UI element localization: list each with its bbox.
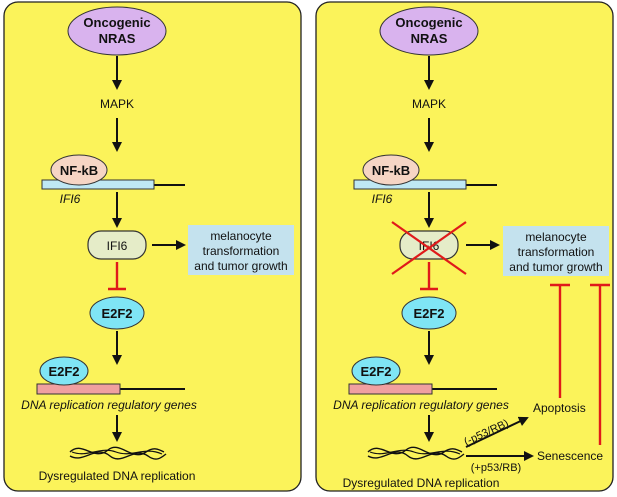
left-e2f2-label: E2F2 [101, 306, 132, 321]
left-ifi6-protein-label: IFI6 [107, 239, 128, 253]
right-ifi6-protein-label: IFI6 [419, 239, 440, 253]
right-ifi6-gene-label: IFI6 [372, 192, 393, 206]
left-nfkb-label: NF-kB [60, 163, 98, 178]
right-outcome-line1: melanocyte [525, 230, 587, 244]
left-nfkb-oval [50, 154, 108, 186]
left-ifi6-protein-box [87, 230, 147, 260]
right-e2f2-bound-label: E2F2 [360, 364, 391, 379]
left-outcome-line1: melanocyte [210, 229, 272, 243]
right-oncogene-oval [379, 6, 479, 56]
right-oncogene-label-line2: NRAS [411, 31, 448, 46]
right-e2f2-oval [401, 296, 457, 330]
right-oncogenic-nras-node: Oncogenic NRAS [379, 6, 479, 56]
left-oncogenic-nras-node: Oncogenic NRAS [67, 6, 167, 56]
left-outcome-line2: transformation [203, 244, 280, 258]
left-e2f2-bound-label: E2F2 [48, 364, 79, 379]
left-panel: Oncogenic NRAS MAPK NF-kB IFI6 IFI6 mela… [3, 1, 302, 492]
left-oncogene-label-line2: NRAS [99, 31, 136, 46]
right-nfkb-oval [362, 154, 420, 186]
right-nfkb-gene-node: NF-kB IFI6 [353, 154, 497, 206]
left-oncogene-label-line1: Oncogenic [83, 15, 150, 30]
right-arrow-to-apoptosis [465, 416, 529, 448]
left-final-label: Dysregulated DNA replication [39, 469, 196, 483]
right-nfkb-label: NF-kB [372, 163, 410, 178]
right-mapk-label: MAPK [412, 97, 446, 111]
right-e2f2-label: E2F2 [413, 306, 444, 321]
right-oncogene-label-line1: Oncogenic [395, 15, 462, 30]
left-mapk-label: MAPK [100, 97, 134, 111]
left-ifi6-gene-label: IFI6 [60, 192, 81, 206]
left-e2f2-bound-oval [39, 356, 89, 386]
left-nfkb-gene-node: NF-kB IFI6 [41, 154, 185, 206]
right-final-label: Dysregulated DNA replication [343, 476, 500, 490]
left-outcome-box [188, 225, 294, 275]
right-plus-p53-label: (+p53/RB) [471, 462, 521, 474]
right-target-genes-label: DNA replication regulatory genes [333, 398, 509, 412]
right-tangled-dna-icon [367, 446, 465, 460]
right-ifi6-knockout-cross-icon [391, 221, 467, 275]
left-target-genes-label: DNA replication regulatory genes [21, 398, 197, 412]
left-e2f2-oval [89, 296, 145, 330]
right-outcome-box [503, 226, 609, 276]
left-tangled-dna-icon [69, 446, 167, 460]
right-outcome-line3: and tumor growth [509, 260, 602, 274]
left-target-gene-bar [36, 383, 121, 395]
right-e2f2-bound-oval [351, 356, 401, 386]
right-senescence-label: Senescence [537, 449, 603, 463]
right-target-gene-bar [348, 383, 433, 395]
left-oncogene-oval [67, 6, 167, 56]
right-outcome-line2: transformation [518, 245, 595, 259]
left-outcome-line3: and tumor growth [194, 259, 287, 273]
right-apoptosis-label: Apoptosis [533, 401, 586, 415]
right-panel: Oncogenic NRAS MAPK NF-kB IFI6 IFI6 mela… [315, 1, 614, 492]
